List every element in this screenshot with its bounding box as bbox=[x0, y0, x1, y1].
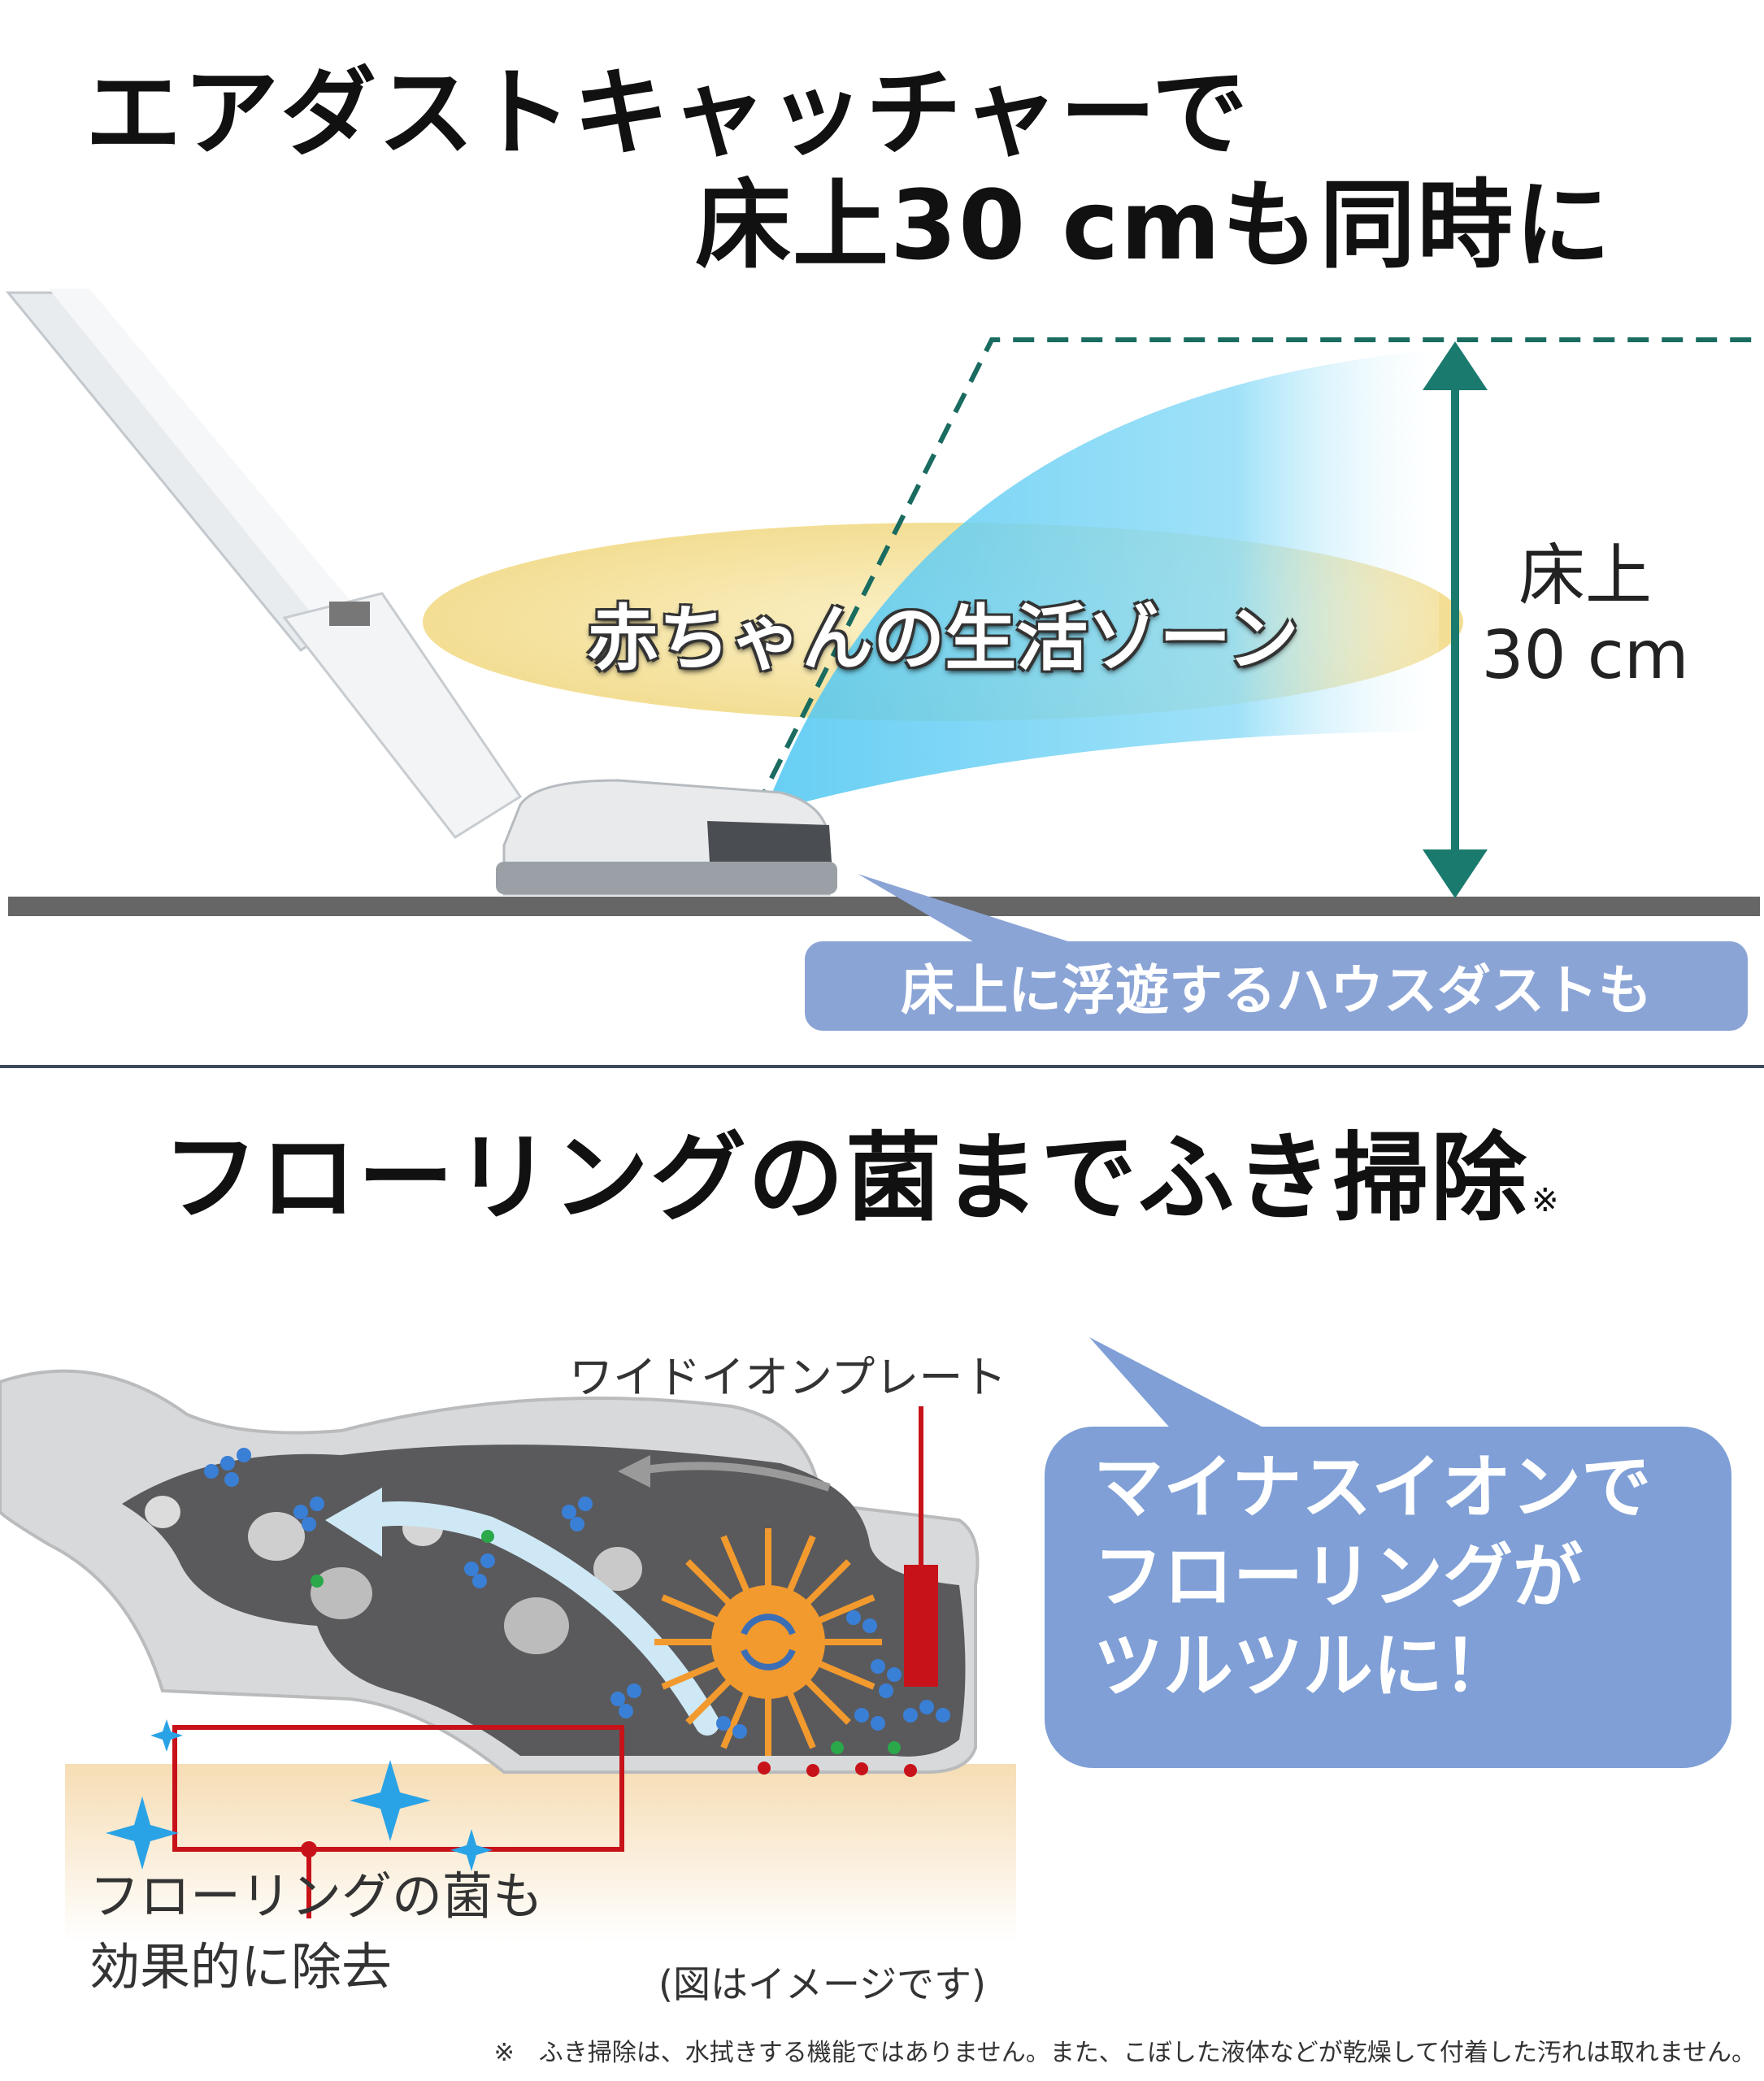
ion-bubble-line3: ツルツルに！ bbox=[1093, 1626, 1513, 1708]
ion-plate bbox=[904, 1565, 938, 1687]
section2-headline-text: フローリングの菌までふき掃除 bbox=[163, 1122, 1529, 1234]
ion-speech-bubble: マイナスイオンで フローリングが ツルツルに！ bbox=[1045, 1427, 1731, 1768]
height-label-line2: 30 cm bbox=[1481, 617, 1689, 695]
germ-area-leader-dot bbox=[301, 1841, 317, 1857]
germ-label-line1: フローリングの菌も bbox=[89, 1866, 544, 1926]
floor-line bbox=[8, 897, 1760, 916]
ion-plate-label: ワイドイオンプレート bbox=[569, 1352, 1007, 1403]
sparkle-icon bbox=[106, 1719, 493, 1871]
rotating-brush-icon bbox=[654, 1528, 882, 1756]
section2-headline: フローリングの菌までふき掃除※ bbox=[163, 1130, 1561, 1226]
germ-red-dots bbox=[758, 1762, 917, 1777]
height-arrow-icon bbox=[1423, 341, 1488, 898]
germ-label-line2: 効果的に除去 bbox=[89, 1936, 393, 1996]
ion-bubble-line2: フローリングが bbox=[1093, 1536, 1583, 1618]
height-label: 床上 30 cm bbox=[1455, 537, 1715, 697]
negative-ion-icon bbox=[204, 1448, 950, 1739]
footnote-mark: ※ bbox=[1532, 1182, 1561, 1219]
dust-callout-pointer bbox=[858, 874, 1073, 943]
wood-floor bbox=[65, 1764, 1016, 1943]
germ-area-box bbox=[172, 1725, 624, 1852]
house-dust-callout: 床上に浮遊するハウスダストも bbox=[805, 941, 1748, 1031]
ion-bubble-line1: マイナスイオンで bbox=[1093, 1447, 1652, 1528]
baby-zone-label: 赤ちゃんの生活ゾーン bbox=[587, 597, 1299, 680]
image-disclaimer: (図はイメージです) bbox=[658, 1962, 986, 2006]
germ-removal-label: フローリングの菌も 効果的に除去 bbox=[89, 1862, 543, 2003]
germ-dot-cluster bbox=[311, 1530, 901, 1754]
vacuum-stick-illustration bbox=[5, 289, 837, 896]
section-divider bbox=[0, 1065, 1764, 1068]
height-label-line1: 床上 bbox=[1518, 537, 1652, 615]
footnote-text: ※ ふき掃除は、水拭きする機能ではありません。また、こぼした液体などが乾燥して付… bbox=[493, 2039, 1756, 2067]
headline-line1: エアダストキャッチャーで bbox=[85, 57, 1249, 169]
vacuum-head-cutaway bbox=[0, 1369, 980, 1774]
headline-line2: 床上30 cmも同時に bbox=[695, 169, 1613, 281]
ion-bubble-pointer bbox=[1089, 1337, 1301, 1447]
dashed-height-outline bbox=[754, 337, 1756, 810]
airflow-cone bbox=[764, 350, 1439, 813]
